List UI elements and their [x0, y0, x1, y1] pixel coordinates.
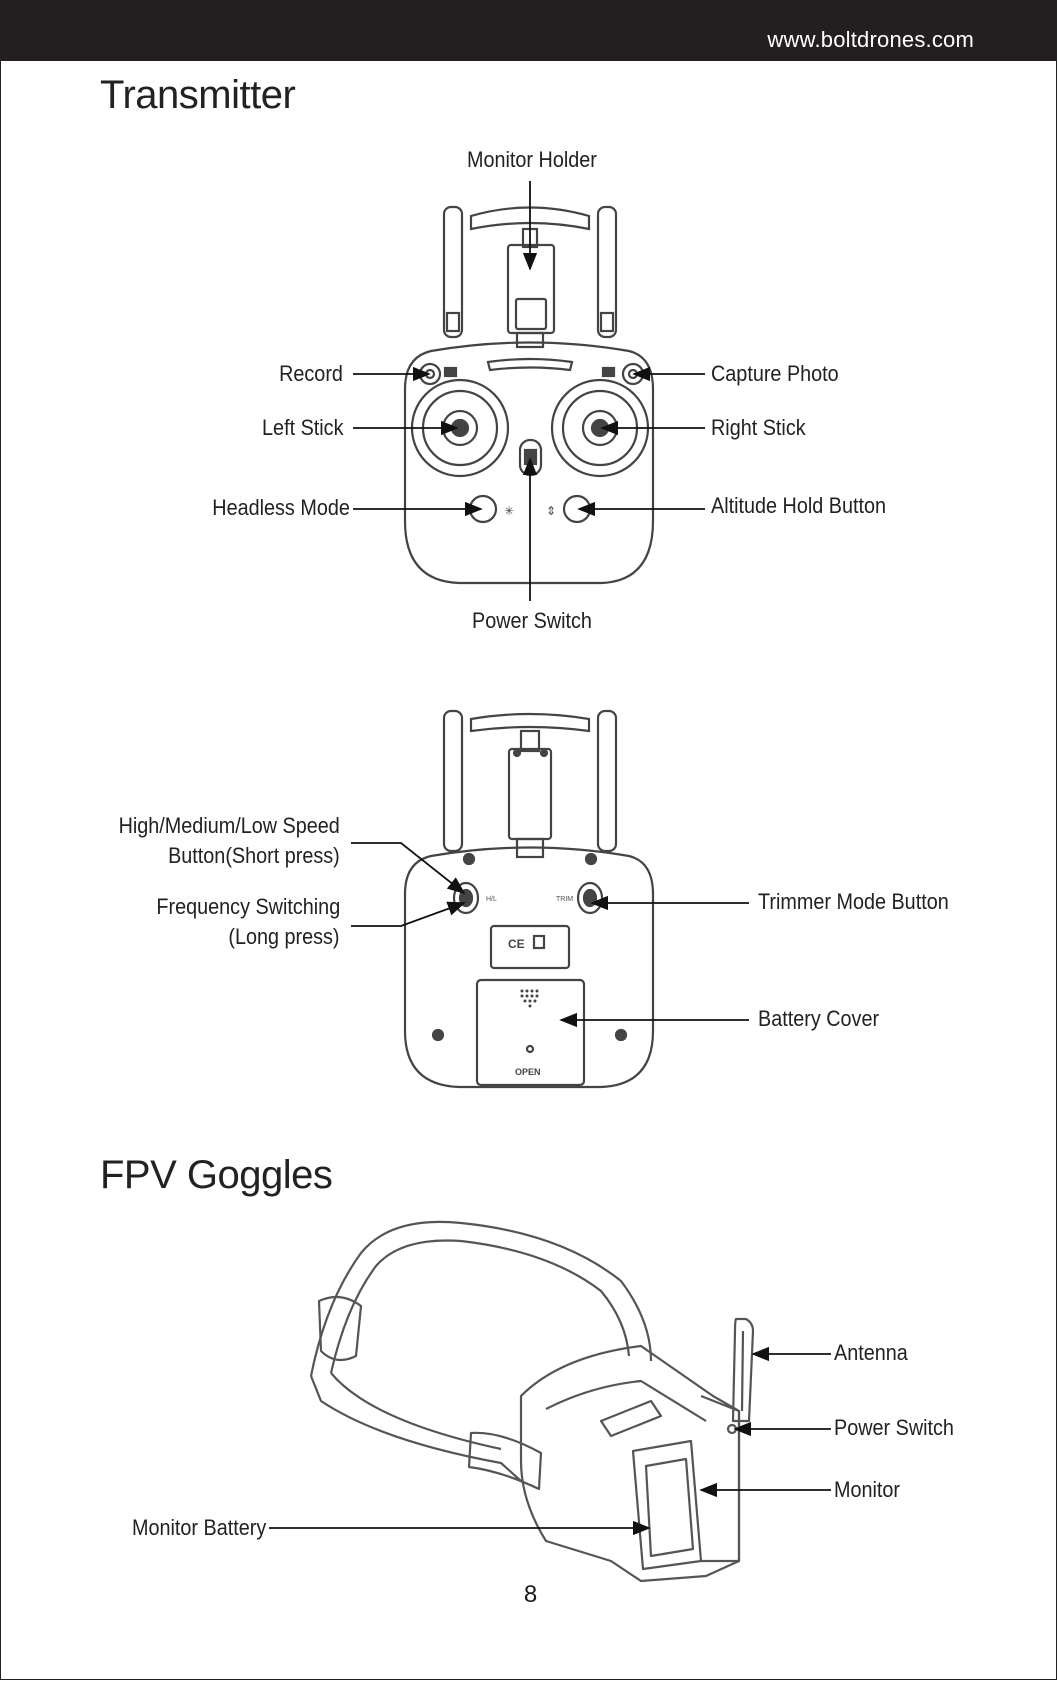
- section-title-goggles: FPV Goggles: [100, 1153, 333, 1197]
- hl-marking: H/L: [486, 896, 497, 903]
- open-marking: OPEN: [515, 1067, 541, 1077]
- transmitter-back-illustration: CE: [403, 709, 655, 1089]
- label-left-stick: Left Stick: [261, 415, 343, 440]
- header-bar: www.boltdrones.com: [1, 1, 1056, 61]
- label-battery-cover: Battery Cover: [758, 1006, 880, 1031]
- label-headless-mode: Headless Mode: [212, 495, 350, 520]
- svg-text:⇕: ⇕: [546, 504, 556, 518]
- label-right-stick: Right Stick: [711, 415, 806, 440]
- page-number: 8: [523, 1581, 538, 1608]
- label-speed-line2: Button(Short press): [168, 843, 340, 868]
- label-power-switch: Power Switch: [472, 608, 592, 633]
- label-record: Record: [279, 361, 343, 386]
- label-freq-line2: (Long press): [228, 924, 340, 949]
- trim-marking: TRIM: [556, 896, 573, 903]
- label-trimmer-mode: Trimmer Mode Button: [758, 889, 949, 914]
- leader-frequency-switching: [351, 901, 466, 927]
- label-speed-line1: High/Medium/Low Speed: [118, 813, 340, 838]
- label-capture-photo: Capture Photo: [711, 361, 839, 386]
- label-altitude-hold: Altitude Hold Button: [711, 493, 887, 518]
- transmitter-front-illustration: ✳ ⇕: [403, 205, 655, 585]
- label-antenna: Antenna: [834, 1340, 908, 1365]
- label-monitor-holder: Monitor Holder: [467, 147, 597, 172]
- label-goggle-power-switch: Power Switch: [834, 1415, 954, 1440]
- website-url: www.boltdrones.com: [767, 27, 974, 52]
- section-title-transmitter: Transmitter: [100, 73, 296, 117]
- label-monitor-battery: Monitor Battery: [132, 1515, 267, 1540]
- label-freq-line1: Frequency Switching: [156, 894, 340, 919]
- label-monitor: Monitor: [834, 1477, 901, 1502]
- leader-speed-button: [351, 842, 466, 895]
- svg-text:✳: ✳: [504, 504, 514, 518]
- svg-text:CE: CE: [508, 937, 525, 951]
